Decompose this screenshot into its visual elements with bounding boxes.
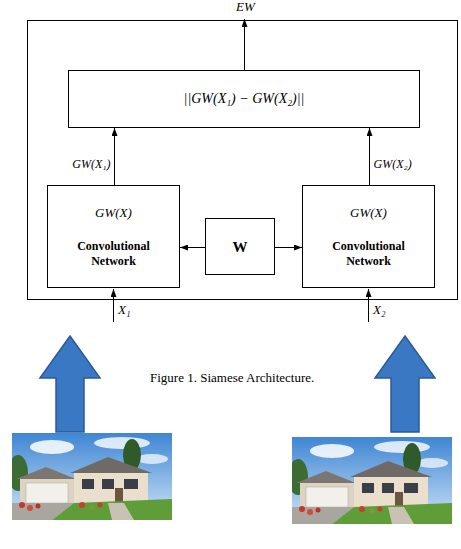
enclosure [28, 21, 458, 300]
box-text: GW(X) [95, 205, 132, 221]
input-label: X₂ [373, 303, 385, 318]
box-text: W [233, 238, 248, 256]
network-box: GW(X) Convolutional Network [302, 185, 435, 288]
network-box: GW(X) Convolutional Network [47, 185, 180, 288]
box-text: GW(X) [350, 205, 387, 221]
connector-arrow [180, 247, 205, 248]
block-arrow [40, 336, 100, 432]
shared-weights-box: W [205, 218, 275, 275]
distance-box: ||GW(X₁) − GW(X₂)|| [68, 70, 420, 128]
output-arrow [244, 19, 245, 70]
input-arrow [368, 289, 369, 322]
box-text: Convolutional Network [324, 239, 414, 268]
house-photo [288, 437, 452, 524]
house-photo [8, 433, 172, 520]
box-text: Convolutional Network [69, 239, 159, 268]
input-label: X₁ [118, 303, 130, 318]
input-arrow [113, 289, 114, 322]
output-label: EW [236, 0, 255, 15]
block-arrow [375, 336, 435, 432]
edge-label: GW(X₂) [374, 158, 412, 172]
figure-caption: Figure 1. Siamese Architecture. [150, 371, 314, 386]
connector-arrow [114, 128, 115, 185]
edge-label: GW(X₁) [72, 158, 110, 172]
connector-arrow [275, 247, 302, 248]
connector-arrow [369, 128, 370, 185]
box-text: ||GW(X₁) − GW(X₂)|| [184, 91, 305, 108]
